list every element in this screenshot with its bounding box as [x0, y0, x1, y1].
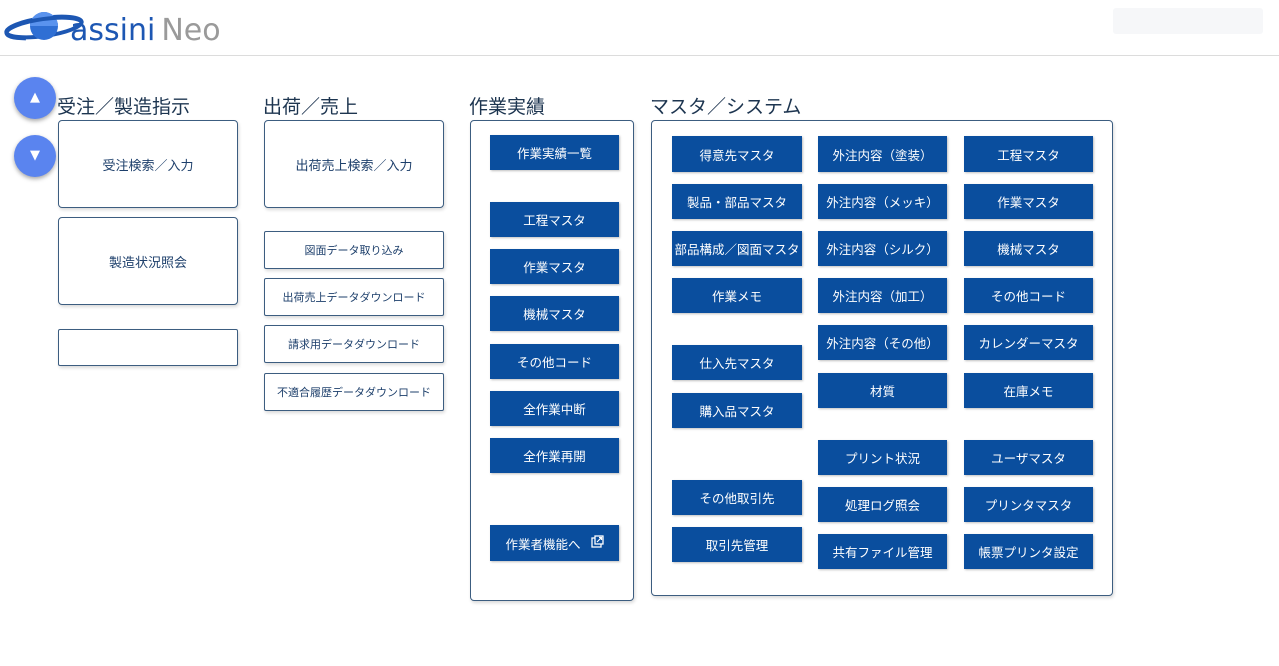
- machine-master-button[interactable]: 機械マスタ: [964, 231, 1093, 266]
- form-printer-settings-button[interactable]: 帳票プリンタ設定: [964, 534, 1093, 569]
- partner-management-button[interactable]: 取引先管理: [672, 527, 802, 562]
- inventory-memo-button[interactable]: 在庫メモ: [964, 373, 1093, 408]
- logo-main-text: assini: [70, 13, 156, 48]
- outsource-silk-button[interactable]: 外注内容（シルク）: [818, 231, 947, 266]
- shipping-download-card[interactable]: 出荷売上データダウンロード: [264, 278, 444, 316]
- material-button[interactable]: 材質: [818, 373, 947, 408]
- shipping-search-card[interactable]: 出荷売上検索／入力: [264, 120, 444, 208]
- triangle-down-icon: ▼: [30, 148, 40, 163]
- outsource-plating-button[interactable]: 外注内容（メッキ）: [818, 184, 947, 219]
- section-title-work: 作業実績: [469, 96, 546, 118]
- suspend-all-work-button[interactable]: 全作業中断: [490, 391, 619, 426]
- bom-drawing-master-button[interactable]: 部品構成／図面マスタ: [672, 231, 802, 266]
- billing-download-card[interactable]: 請求用データダウンロード: [264, 325, 444, 363]
- section-title-master: マスタ／システム: [650, 96, 802, 118]
- outsource-painting-button[interactable]: 外注内容（塗装）: [818, 136, 947, 172]
- user-info-area: [1113, 8, 1263, 34]
- production-status-card[interactable]: 製造状況照会: [58, 217, 238, 305]
- outsource-other-button[interactable]: 外注内容（その他）: [818, 325, 947, 360]
- calendar-master-button[interactable]: カレンダーマスタ: [964, 325, 1093, 360]
- drawing-import-card[interactable]: 図面データ取り込み: [264, 231, 444, 269]
- printer-master-button[interactable]: プリンタマスタ: [964, 487, 1093, 522]
- logo-sub-text: Neo: [161, 13, 221, 48]
- work-other-code-button[interactable]: その他コード: [490, 344, 619, 379]
- user-master-button[interactable]: ユーザマスタ: [964, 440, 1093, 475]
- supplier-master-button[interactable]: 仕入先マスタ: [672, 345, 802, 380]
- nonconformity-download-card[interactable]: 不適合履歴データダウンロード: [264, 373, 444, 411]
- worker-functions-button[interactable]: 作業者機能へ: [490, 525, 619, 561]
- order-blank-card[interactable]: [58, 329, 238, 366]
- order-search-card[interactable]: 受注検索／入力: [58, 120, 238, 208]
- product-part-master-button[interactable]: 製品・部品マスタ: [672, 184, 802, 219]
- planet-logo-icon: [4, 12, 84, 41]
- process-master-button[interactable]: 工程マスタ: [964, 136, 1093, 172]
- outsource-processing-button[interactable]: 外注内容（加工）: [818, 278, 947, 313]
- scroll-up-button[interactable]: ▲: [14, 77, 56, 119]
- other-code-button[interactable]: その他コード: [964, 278, 1093, 313]
- section-title-order: 受注／製造指示: [57, 96, 191, 118]
- task-master-button[interactable]: 作業マスタ: [964, 184, 1093, 219]
- customer-master-button[interactable]: 得意先マスタ: [672, 136, 802, 172]
- shared-file-management-button[interactable]: 共有ファイル管理: [818, 534, 947, 569]
- worker-functions-label: 作業者機能へ: [505, 536, 581, 552]
- other-partner-button[interactable]: その他取引先: [672, 480, 802, 515]
- scroll-down-button[interactable]: ▼: [14, 135, 56, 177]
- triangle-up-icon: ▲: [30, 90, 40, 105]
- work-results-list-button[interactable]: 作業実績一覧: [490, 135, 619, 170]
- section-title-shipping: 出荷／売上: [263, 96, 359, 118]
- work-machine-master-button[interactable]: 機械マスタ: [490, 296, 619, 331]
- external-link-icon: [590, 535, 604, 551]
- purchased-item-master-button[interactable]: 購入品マスタ: [672, 393, 802, 428]
- work-process-master-button[interactable]: 工程マスタ: [490, 202, 619, 237]
- work-task-master-button[interactable]: 作業マスタ: [490, 249, 619, 284]
- process-log-button[interactable]: 処理ログ照会: [818, 487, 947, 522]
- resume-all-work-button[interactable]: 全作業再開: [490, 438, 619, 473]
- work-memo-button[interactable]: 作業メモ: [672, 278, 802, 313]
- print-status-button[interactable]: プリント状況: [818, 440, 947, 475]
